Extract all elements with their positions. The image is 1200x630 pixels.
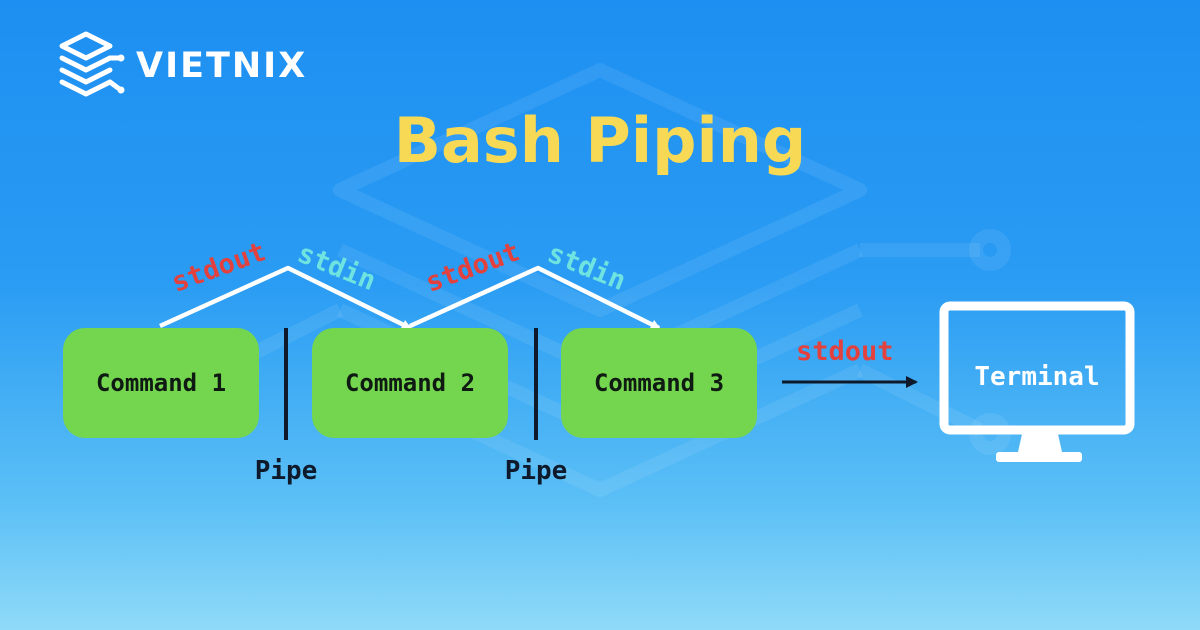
- flow-arrow-2-to-3: [409, 265, 661, 331]
- page-title: Bash Piping: [393, 104, 807, 177]
- command-1-box: Command 1: [63, 328, 259, 438]
- terminal-label: Terminal: [974, 362, 1100, 392]
- pipe-divider-1: [284, 328, 288, 440]
- pipe-label-2: Pipe: [504, 456, 568, 486]
- vietnix-logo: VIETNIX: [56, 28, 307, 104]
- command-3-box: Command 3: [561, 328, 757, 438]
- flow-arrow-1-to-2: [159, 265, 412, 331]
- monitor-screen: [939, 301, 1135, 435]
- command-2-box: Command 2: [312, 328, 508, 438]
- brand-name: VIETNIX: [136, 45, 308, 86]
- monitor-base: [996, 452, 1082, 462]
- server-stack-logo-icon: [59, 31, 125, 97]
- stdout-label-3: stdout: [796, 336, 894, 367]
- monitor-stand: [1018, 434, 1062, 452]
- pipe-label-1: Pipe: [254, 456, 318, 486]
- pipe-divider-2: [534, 328, 538, 440]
